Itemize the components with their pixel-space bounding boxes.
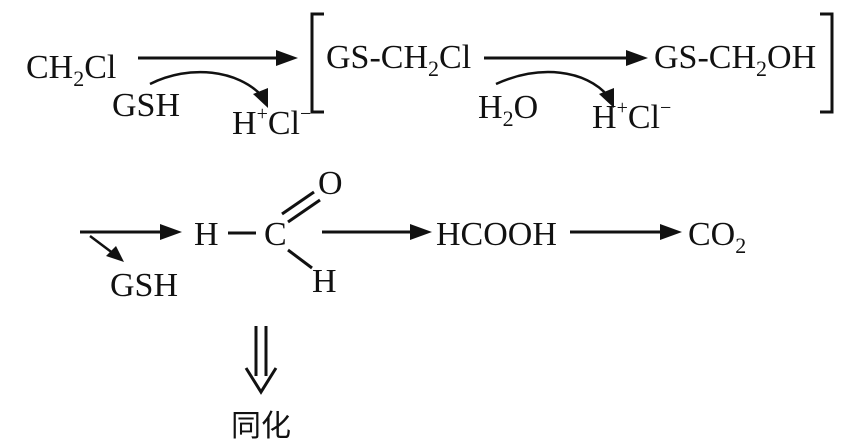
intermediate-gs-ch2oh: GS-CH2OH	[654, 39, 816, 81]
carbon-dioxide: CO2	[688, 216, 746, 258]
formaldehyde-carbon: C	[264, 216, 287, 253]
curved-arrow-2	[495, 70, 609, 97]
bond-c-h-bottom	[287, 248, 313, 270]
curved-arrow-1-head	[253, 88, 268, 108]
bracket-left	[310, 12, 324, 114]
bracket-right	[820, 12, 834, 114]
reaction-arrow-1-head	[276, 50, 298, 66]
reagent-water: H2O	[478, 89, 538, 131]
double-arrow-head	[244, 367, 278, 395]
bond-c-o-1	[281, 190, 315, 216]
reagent-gsh-1: GSH	[112, 87, 180, 124]
formaldehyde-h-left: H	[194, 216, 219, 253]
reaction-arrow-5-head	[660, 224, 682, 240]
curved-arrow-1	[149, 70, 263, 97]
formic-acid: HCOOH	[436, 216, 557, 253]
formaldehyde-oxygen: O	[318, 165, 343, 202]
reaction-arrow-2-head	[626, 50, 648, 66]
reactant-chloromethane: CH2Cl	[26, 49, 116, 91]
intermediate-gs-ch2cl: GS-CH2Cl	[326, 39, 471, 81]
release-arrow-head	[106, 246, 124, 262]
formaldehyde-h-bottom: H	[312, 263, 337, 300]
assimilation-label: 同化	[231, 409, 291, 444]
byproduct-hcl-2: H+Cl−	[592, 97, 671, 136]
reaction-arrow-4-head	[410, 224, 432, 240]
released-gsh: GSH	[110, 267, 178, 304]
bond-c-o-2	[287, 198, 321, 224]
curved-arrow-2-head	[599, 88, 614, 108]
release-arrow	[89, 235, 115, 255]
byproduct-hcl-1: H+Cl−	[232, 103, 311, 142]
reaction-arrow-3-head	[160, 224, 182, 240]
